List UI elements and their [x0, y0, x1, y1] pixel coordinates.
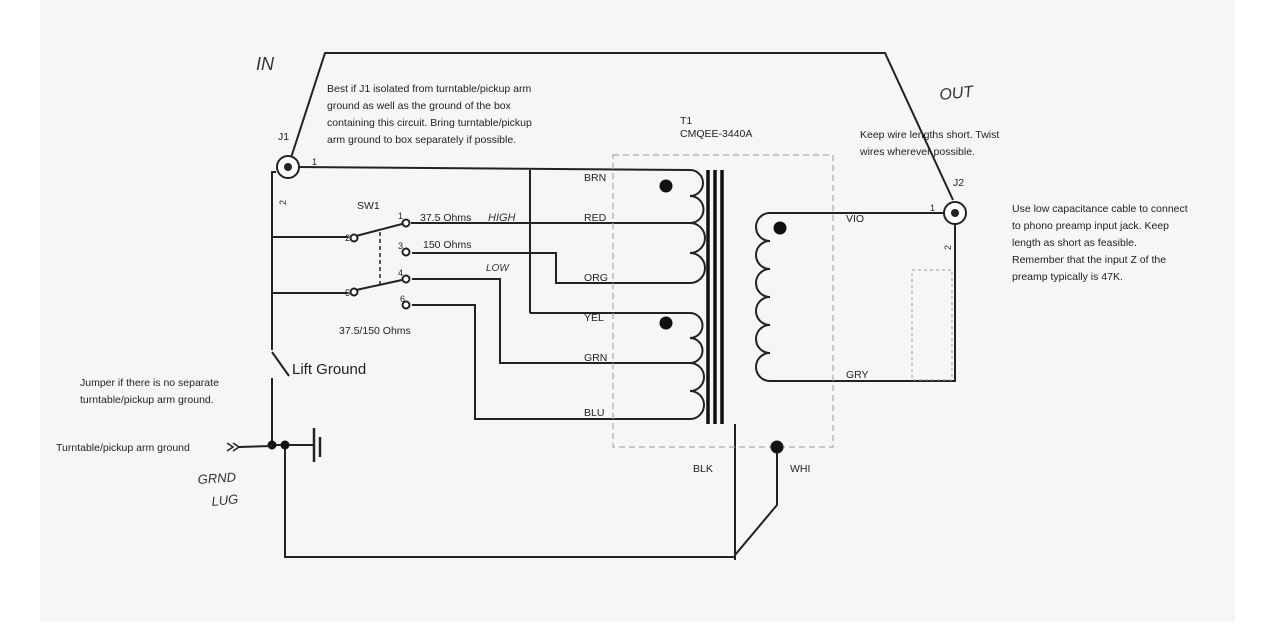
handwritten-grnd: GRND: [197, 469, 236, 487]
handwritten-out: OUT: [939, 83, 976, 104]
sw1-position-6: 6: [400, 294, 405, 304]
handwritten-low: LOW: [486, 263, 510, 274]
top-wire-j1-to-j2: [287, 52, 954, 201]
sw1-contact-5: [349, 287, 359, 297]
note-cable-line-5: preamp typically is 47K.: [1012, 271, 1123, 283]
t1-label: T1: [680, 115, 692, 127]
chassis-ground-symbol: [312, 428, 322, 462]
wire-label-org: ORG: [584, 272, 608, 284]
j2-pin-1-number: 1: [930, 203, 935, 213]
blu-wire: [412, 304, 690, 420]
jack-j1: [276, 155, 300, 179]
sw1-blade-upper: [355, 223, 403, 237]
note-wire-lengths-line-1: Keep wire lengths short. Twist: [860, 129, 999, 141]
wire-label-whi: WHI: [790, 463, 810, 475]
j2-pin-2-number: 2: [943, 245, 953, 250]
whi-lead: [734, 447, 778, 556]
sw1-contact-4: [401, 274, 411, 284]
wire-label-red: RED: [584, 212, 607, 224]
phase-dots: [659, 179, 787, 454]
j1-pin-2-number: 2: [278, 200, 288, 205]
sw1-contact-1: [401, 218, 411, 228]
note-cable-line-2: to phono preamp input jack. Keep: [1012, 220, 1169, 232]
note-isolation-line-4: arm ground to box separately if possible…: [327, 134, 516, 146]
note-jumper-line-1: Jumper if there is no separate: [80, 377, 219, 389]
ground-input-wire: [238, 445, 273, 448]
phase-dot-primary-lower: [659, 316, 673, 330]
primary-winding-lower: [689, 312, 705, 420]
t1-windings: [689, 169, 771, 420]
handwritten-high: HIGH: [488, 212, 516, 224]
turntable-ground-label: Turntable/pickup arm ground: [56, 442, 190, 454]
j1-label: J1: [278, 131, 289, 143]
grn-wire: [412, 278, 690, 364]
switch-sw1: [349, 218, 411, 310]
paper-page: [40, 0, 1235, 622]
note-jumper-line-2: turntable/pickup arm ground.: [80, 394, 214, 406]
j1-ground-rail: [271, 171, 276, 350]
wire-label-grn: GRN: [584, 352, 607, 364]
sw1-position-5: 5: [345, 288, 350, 298]
sw1-position-1: 1: [398, 211, 403, 221]
input-arrow-1: [226, 442, 235, 452]
sw1-label: SW1: [357, 200, 380, 212]
t1-shield-box: [612, 154, 834, 448]
wire-label-yel: YEL: [584, 312, 604, 324]
sw1-contact-2: [349, 233, 359, 243]
gry-wire: [770, 222, 956, 382]
j1-pin1-bus: [295, 166, 691, 171]
wiring: [271, 52, 956, 560]
wire-label-brn: BRN: [584, 172, 606, 184]
sw1-contact-6: [401, 300, 411, 310]
lift-ground-label: Lift Ground: [292, 361, 366, 378]
wire-label-vio: VIO: [846, 213, 864, 225]
handwritten-in: IN: [256, 54, 275, 74]
phase-dot-primary-upper: [659, 179, 673, 193]
note-isolation-line-3: containing this circuit. Bring turntable…: [327, 117, 532, 129]
j2-label: J2: [953, 177, 964, 189]
jack-j2: [943, 201, 967, 225]
ground-junction-dot-2: [280, 440, 290, 450]
org-wire: [412, 252, 690, 284]
note-isolation-line-2: ground as well as the ground of the box: [327, 100, 512, 112]
lift-ground-link: [271, 351, 290, 377]
wire-label-blk: BLK: [693, 463, 713, 475]
sw1-position-2: 2: [345, 233, 350, 243]
ohms-375-label: 37.5 Ohms: [420, 212, 471, 224]
note-wire-lengths-line-2: wires wherever possible.: [859, 146, 975, 158]
sw1-blade-lower: [355, 279, 403, 291]
ground-bottom-wire: [272, 444, 735, 558]
ground-junction-dot-1: [267, 440, 277, 450]
wire-label-gry: GRY: [846, 369, 869, 381]
note-cable-line-1: Use low capacitance cable to connect: [1012, 203, 1188, 215]
phase-dot-secondary: [773, 221, 787, 235]
whi-junction-dot: [770, 440, 784, 454]
wire-label-blu: BLU: [584, 407, 604, 419]
ohms-both-label: 37.5/150 Ohms: [339, 325, 411, 337]
sw1-position-3: 3: [398, 241, 403, 251]
sw1-position-4: 4: [398, 268, 403, 278]
j2-center-pin: [951, 209, 959, 217]
sw1-contact-3: [401, 247, 411, 257]
note-cable-line-3: length as short as feasible.: [1012, 237, 1137, 249]
t1-core: [706, 170, 724, 424]
ohms-150-label: 150 Ohms: [423, 239, 471, 251]
j1-center-pin: [284, 163, 292, 171]
ground-hardware: [226, 351, 322, 462]
primary-winding-upper: [689, 169, 706, 284]
j1-pin-1-number: 1: [312, 157, 317, 167]
note-isolation-line-1: Best if J1 isolated from turntable/picku…: [327, 83, 532, 95]
secondary-winding: [755, 212, 771, 382]
handwritten-lug: LUG: [211, 491, 239, 509]
cable-shield-outline: [911, 269, 953, 381]
note-cable-line-4: Remember that the input Z of the: [1012, 254, 1166, 266]
t1-part-number: CMQEE-3440A: [680, 128, 752, 140]
